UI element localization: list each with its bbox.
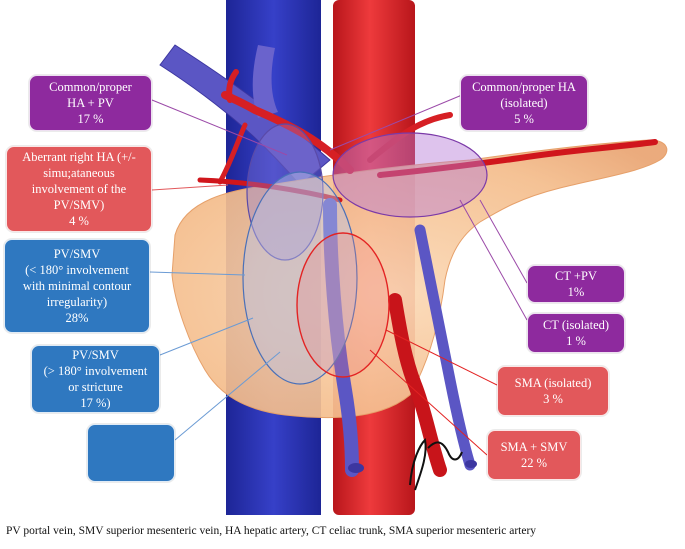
leader-pv-gt180: [159, 317, 254, 356]
region-common-ha-pv: [246, 123, 324, 261]
box-line: PV/SMV: [72, 348, 119, 362]
box-line: Common/proper HA: [472, 80, 576, 94]
box-line: involvement of the: [31, 182, 127, 196]
box-line: 28%: [65, 311, 89, 325]
label-pv-smv-lt180: PV/SMV (< 180° involvement with minimal …: [4, 239, 150, 333]
region-common-ha-isolated: [332, 132, 488, 218]
leader-sma-isolated: [385, 329, 498, 386]
sma: [388, 293, 447, 477]
leader-sma-smv: [369, 349, 488, 456]
aberrant-right-ha-vessel: [197, 177, 343, 203]
box-line: with minimal contour: [22, 279, 132, 293]
box-line: CT +PV: [555, 269, 597, 283]
hepatic-artery: [221, 91, 354, 174]
smv: [323, 198, 359, 477]
box-line: PV/SMV: [53, 247, 101, 261]
box-line: simu;ataneous: [43, 166, 115, 180]
box-line: 3 %: [543, 392, 563, 406]
box-line: Common/proper: [49, 80, 132, 94]
box-line: 1%: [567, 285, 585, 299]
figure-caption: PV portal vein, SMV superior mesenteric …: [6, 525, 537, 537]
box-line: SMA (isolated): [514, 376, 592, 390]
leader-ct-pv: [479, 199, 528, 284]
leader-ct-isolated: [459, 199, 528, 321]
right-gastric-artery: [367, 112, 453, 163]
leader-aberrant: [151, 184, 229, 191]
pancreas: [171, 139, 668, 419]
box-line: 1 %: [566, 334, 586, 348]
label-sma-smv: SMA + SMV 22 %: [487, 430, 581, 480]
label-sma-isolated: SMA (isolated) 3 %: [497, 366, 609, 416]
artist-signature: [409, 437, 463, 491]
label-common-proper-ha-isolated: Common/proper HA (isolated) 5 %: [460, 75, 588, 131]
box-line: irregularity): [46, 295, 108, 309]
box-line: or stricture: [68, 380, 123, 394]
box-line: HA + PV: [67, 96, 114, 110]
box-line: (isolated): [500, 96, 548, 110]
gastroduodenal-artery: [217, 122, 248, 185]
leader-ha-pv: [151, 99, 288, 156]
label-pv-smv-gt180: PV/SMV (> 180° involvement or stricture …: [31, 345, 160, 413]
box-line: 5 %: [514, 112, 534, 126]
leader-pv-lt180: [149, 271, 246, 276]
region-sma: [296, 232, 390, 378]
box-line: 17 %: [77, 112, 104, 126]
box-line: CT (isolated): [542, 318, 610, 332]
box-line: PV/SMV): [53, 198, 105, 212]
box-line: SMA + SMV: [500, 440, 568, 454]
box-line: 4 %: [69, 214, 89, 228]
box-line: (> 180° involvement: [43, 364, 148, 378]
label-ct-isolated: CT (isolated) 1 %: [527, 313, 625, 353]
box-line: 22 %: [520, 456, 548, 470]
leader-empty-blue: [174, 351, 281, 441]
box-line: Aberrant right HA (+/-: [22, 150, 136, 164]
portal-vein-branch: [252, 45, 278, 118]
label-aberrant-right-ha: Aberrant right HA (+/- simu;ataneous inv…: [6, 146, 152, 232]
splenic-artery: [377, 139, 658, 178]
hepatic-artery-upper: [226, 69, 239, 103]
inferior-mesenteric-vein: [414, 224, 476, 471]
label-common-proper-ha-pv: Common/proper HA + PV 17 %: [29, 75, 152, 131]
box-line: 17 %): [80, 396, 111, 410]
leader-ha-isolated: [329, 94, 463, 151]
label-empty-blue: [87, 424, 175, 482]
box-line: (< 180° involvement: [25, 263, 129, 277]
label-ct-pv: CT +PV 1%: [527, 265, 625, 303]
